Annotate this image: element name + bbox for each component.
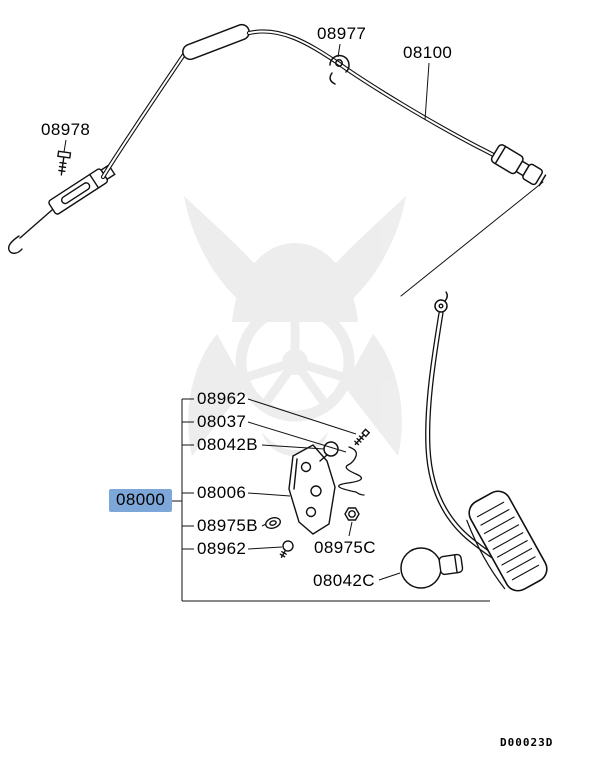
leader-lines bbox=[63, 43, 490, 602]
part-label-08962-top[interactable]: 08962 bbox=[197, 389, 247, 408]
part-label-08977[interactable]: 08977 bbox=[317, 24, 367, 43]
pedal-pad bbox=[466, 490, 548, 592]
pedal-bracket bbox=[288, 444, 336, 535]
pedal-stopper bbox=[400, 547, 442, 589]
part-label-08006[interactable]: 08006 bbox=[197, 483, 247, 502]
screw-top bbox=[354, 428, 371, 446]
cable-end-fitting bbox=[490, 144, 547, 187]
part-label-08978[interactable]: 08978 bbox=[41, 120, 91, 139]
part-label-08975C[interactable]: 08975C bbox=[314, 538, 376, 557]
nut bbox=[344, 507, 360, 521]
cable-clip bbox=[329, 54, 350, 85]
part-label-08042B[interactable]: 08042B bbox=[197, 435, 259, 454]
watermark-graphic bbox=[184, 196, 406, 456]
cable-connection-line bbox=[400, 181, 544, 297]
return-spring bbox=[338, 446, 365, 496]
part-number-highlight[interactable]: 08000 bbox=[109, 489, 173, 512]
pedal-assembly-drawing bbox=[265, 291, 548, 592]
cable-rubber-sleeve bbox=[182, 23, 250, 61]
adjuster-bolt bbox=[57, 150, 72, 176]
washer bbox=[265, 517, 281, 529]
part-label-08962-bottom[interactable]: 08962 bbox=[197, 539, 247, 558]
drawing-code: D00023D bbox=[500, 736, 554, 749]
bolt-bottom bbox=[279, 540, 294, 558]
part-label-08042C[interactable]: 08042C bbox=[313, 571, 375, 590]
part-label-08975B[interactable]: 08975B bbox=[197, 516, 259, 535]
throttle-cable-drawing bbox=[7, 23, 547, 297]
cable-end-hook bbox=[7, 235, 23, 254]
part-label-08100[interactable]: 08100 bbox=[403, 43, 453, 62]
pedal-arm-eyelet bbox=[434, 299, 448, 313]
cable-inner-rod bbox=[19, 209, 53, 239]
part-label-08037[interactable]: 08037 bbox=[197, 412, 247, 431]
